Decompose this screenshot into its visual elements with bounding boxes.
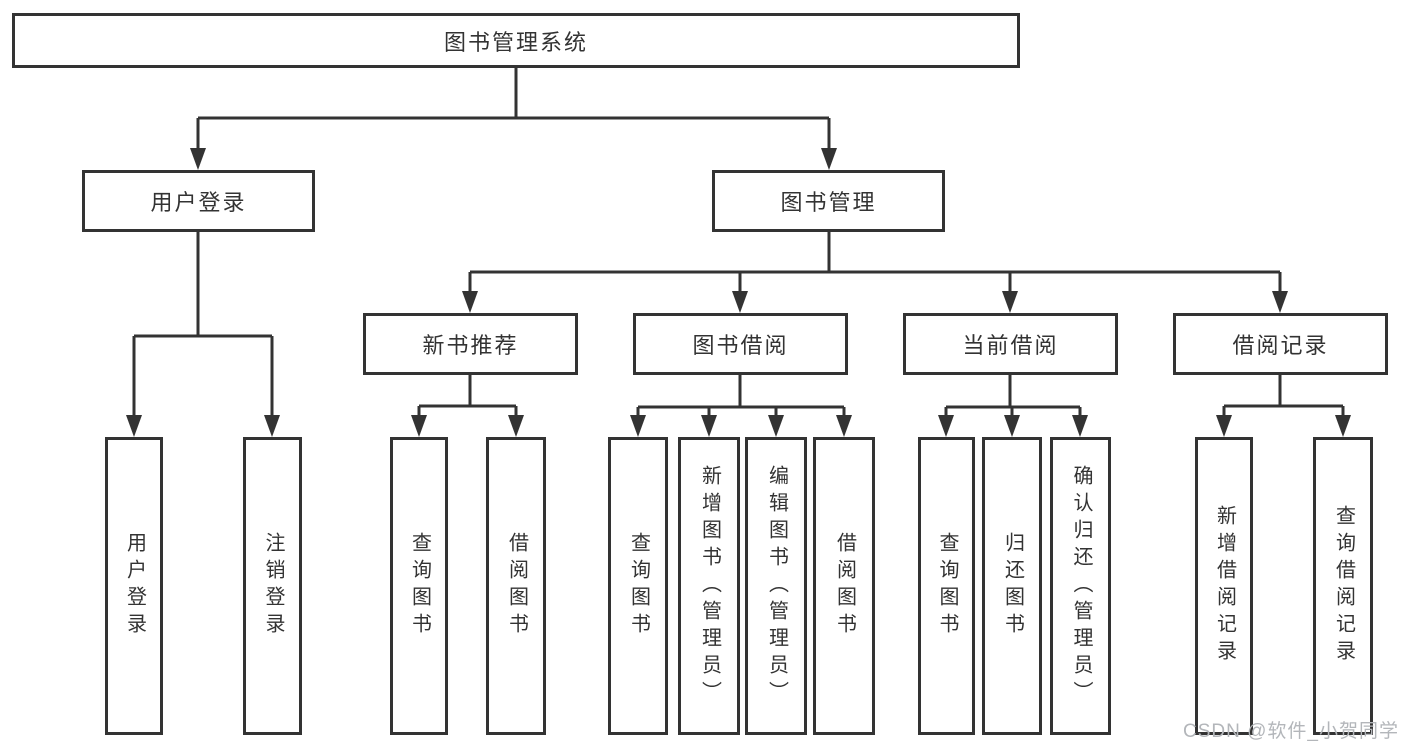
node-borrowing-records: 借阅记录 <box>1173 313 1388 375</box>
leaf-newbook-query-books-label: 查询图书 <box>408 532 431 640</box>
leaf-newbook-query-books: 查询图书 <box>390 437 448 735</box>
node-current-borrowing-label: 当前借阅 <box>962 333 1059 358</box>
node-library-system-label: 图书管理系统 <box>443 29 588 55</box>
leaf-current-confirm-return-admin: 确认归还（管理员） <box>1050 437 1111 735</box>
leaf-user-login: 用户登录 <box>105 437 163 735</box>
leaf-borrowing-edit-books-admin: 编辑图书（管理员） <box>745 437 807 735</box>
node-book-management: 图书管理 <box>712 170 945 232</box>
leaf-borrowing-query-books-label: 查询图书 <box>627 532 650 640</box>
leaf-user-login-label: 用户登录 <box>123 532 146 640</box>
leaf-records-query-record: 查询借阅记录 <box>1313 437 1373 735</box>
leaf-borrowing-add-books-admin-label: 新增图书（管理员） <box>698 464 721 708</box>
node-user-login: 用户登录 <box>82 170 315 232</box>
leaf-current-return-books: 归还图书 <box>982 437 1042 735</box>
node-borrowing-records-label: 借阅记录 <box>1232 333 1329 358</box>
node-book-borrowing: 图书借阅 <box>633 313 848 375</box>
leaf-logout-label: 注销登录 <box>262 532 284 640</box>
node-new-book-recommendation-label: 新书推荐 <box>422 333 519 358</box>
leaf-current-query-books-label: 查询图书 <box>936 532 958 640</box>
leaf-borrowing-edit-books-admin-label: 编辑图书（管理员） <box>765 464 788 708</box>
leaf-current-query-books: 查询图书 <box>918 437 975 735</box>
leaf-current-confirm-return-admin-label: 确认归还（管理员） <box>1070 464 1092 708</box>
leaf-newbook-borrow-books: 借阅图书 <box>486 437 546 735</box>
node-user-login-label: 用户登录 <box>150 190 247 215</box>
leaf-current-return-books-label: 归还图书 <box>1001 532 1024 640</box>
leaf-newbook-borrow-books-label: 借阅图书 <box>505 532 528 640</box>
node-new-book-recommendation: 新书推荐 <box>363 313 578 375</box>
node-book-management-label: 图书管理 <box>780 190 877 215</box>
node-library-system: 图书管理系统 <box>12 13 1020 68</box>
csdn-watermark: CSDN @软件_小贺同学 <box>1183 721 1399 742</box>
node-book-borrowing-label: 图书借阅 <box>692 333 789 358</box>
leaf-borrowing-borrow-books-label: 借阅图书 <box>833 532 856 640</box>
leaf-records-add-record: 新增借阅记录 <box>1195 437 1253 735</box>
leaf-borrowing-borrow-books: 借阅图书 <box>813 437 875 735</box>
leaf-records-query-record-label: 查询借阅记录 <box>1332 505 1355 667</box>
leaf-logout: 注销登录 <box>243 437 302 735</box>
leaf-borrowing-add-books-admin: 新增图书（管理员） <box>678 437 740 735</box>
node-current-borrowing: 当前借阅 <box>903 313 1118 375</box>
leaf-records-add-record-label: 新增借阅记录 <box>1213 505 1236 667</box>
leaf-borrowing-query-books: 查询图书 <box>608 437 668 735</box>
